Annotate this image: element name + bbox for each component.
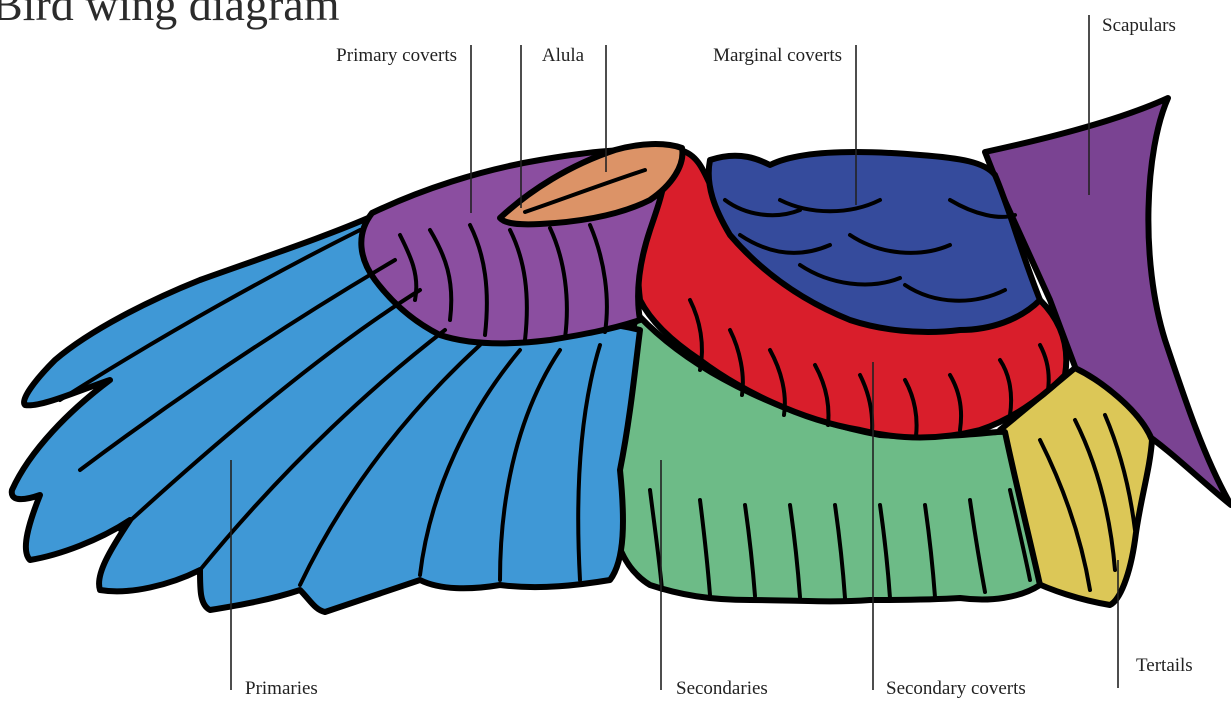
label-secondaries: Secondaries: [676, 678, 768, 699]
diagram-title: Bird wing diagram: [0, 0, 340, 30]
label-scapulars: Scapulars: [1102, 15, 1176, 36]
label-alula: Alula: [542, 45, 585, 66]
label-secondary-coverts: Secondary coverts: [886, 678, 1026, 699]
label-tertails: Tertails: [1136, 655, 1193, 676]
label-marginal-coverts: Marginal coverts: [713, 45, 842, 66]
label-primary-coverts: Primary coverts: [336, 45, 457, 66]
label-primaries: Primaries: [245, 678, 318, 699]
